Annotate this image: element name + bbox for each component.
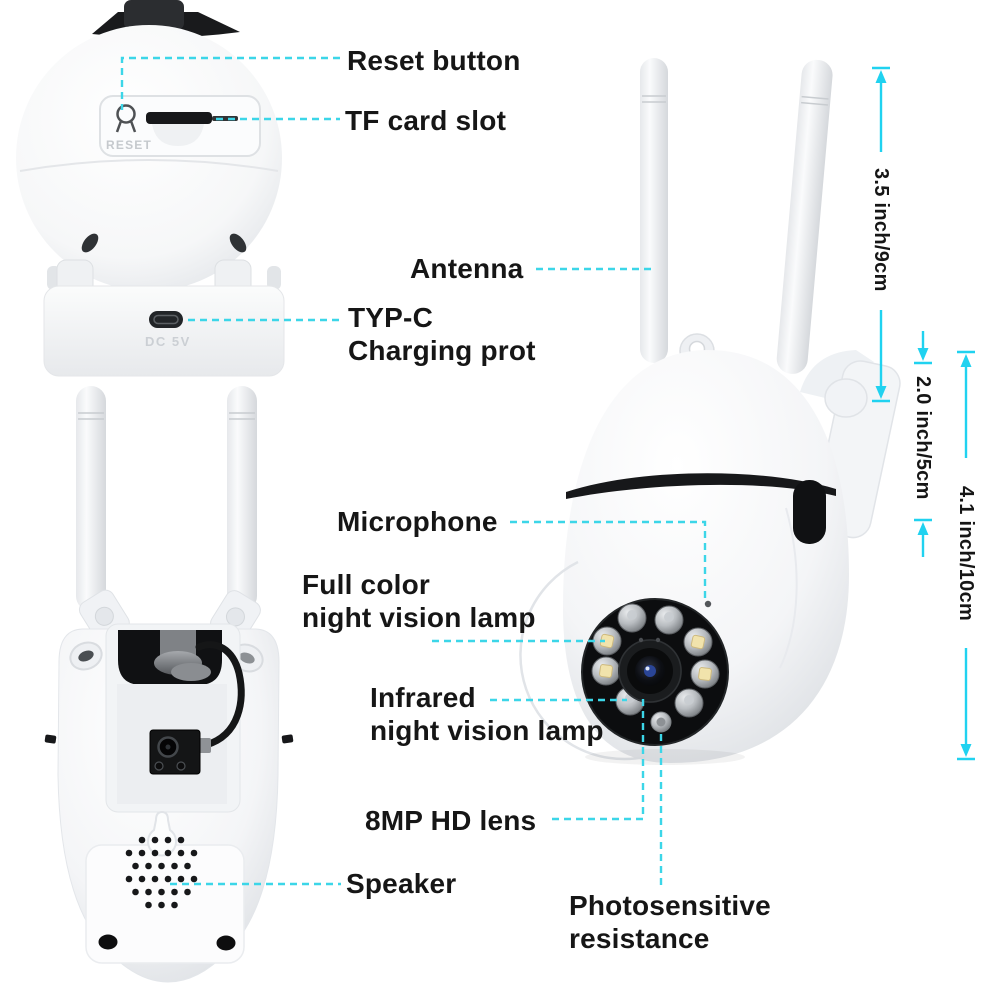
reset-keyhole-icon <box>115 104 137 133</box>
camera-back-view: RESET DC 5V <box>16 0 285 377</box>
dimension-total-height: 4.1 inch/10cm <box>955 486 977 622</box>
infrared-leds <box>615 603 704 718</box>
camera-bottom-view <box>44 386 294 983</box>
photosensitive-sensor <box>650 711 672 733</box>
full-color-leds <box>591 626 720 689</box>
label-full-color: Full color night vision lamp <box>302 568 536 634</box>
camera-head-back <box>16 25 282 291</box>
label-antenna: Antenna <box>410 253 524 284</box>
lens-shade-band <box>566 473 836 499</box>
label-microphone: Microphone <box>337 506 498 537</box>
foot-left <box>98 934 118 950</box>
label-infrared-line2: night vision lamp <box>370 715 604 746</box>
callout-line-lens <box>552 694 645 821</box>
dimension-antenna-length: 3.5 inch/9cm <box>870 168 892 292</box>
antenna-left <box>76 386 106 611</box>
power-marking: DC 5V <box>145 334 191 349</box>
label-infrared-line1: Infrared <box>370 682 476 713</box>
power-cable <box>195 641 245 749</box>
label-reset-button: Reset button <box>347 45 521 76</box>
label-speaker: Speaker <box>346 868 457 899</box>
label-typc-line1: TYP-C <box>348 302 433 333</box>
dimension-head-height: 2.0 inch/5cm <box>912 376 934 500</box>
label-full-color-line2: night vision lamp <box>302 602 536 633</box>
label-full-color-line1: Full color <box>302 569 430 600</box>
label-8mp-hd-lens: 8MP HD lens <box>365 805 537 836</box>
foot-right <box>216 935 236 951</box>
camera-lens <box>618 639 682 703</box>
label-tf-card-slot: TF card slot <box>345 105 507 136</box>
callout-lines <box>120 56 707 888</box>
camera-front-view <box>519 58 901 765</box>
microphone-hole <box>704 600 712 608</box>
dimension-markers <box>872 66 975 761</box>
antenna-right <box>227 386 257 611</box>
antenna-right <box>776 59 833 374</box>
antenna-left <box>640 58 668 363</box>
callout-line-reset <box>120 56 340 110</box>
tf-card-slot-part <box>146 112 212 124</box>
label-infrared: Infrared night vision lamp <box>370 681 604 747</box>
label-typc-line2: Charging prot <box>348 335 536 366</box>
reset-marking: RESET <box>106 138 152 152</box>
label-photosensitive-line1: Photosensitive <box>569 890 771 921</box>
base-unit <box>43 285 285 377</box>
wall-mount-keyhole <box>147 810 177 857</box>
label-typc: TYP-C Charging prot <box>348 301 536 367</box>
label-photosensitive: Photosensitive resistance <box>569 889 771 955</box>
power-connector <box>149 729 201 775</box>
speaker-grille <box>125 836 198 909</box>
callout-line-microphone <box>510 520 707 598</box>
label-photosensitive-line2: resistance <box>569 923 710 954</box>
